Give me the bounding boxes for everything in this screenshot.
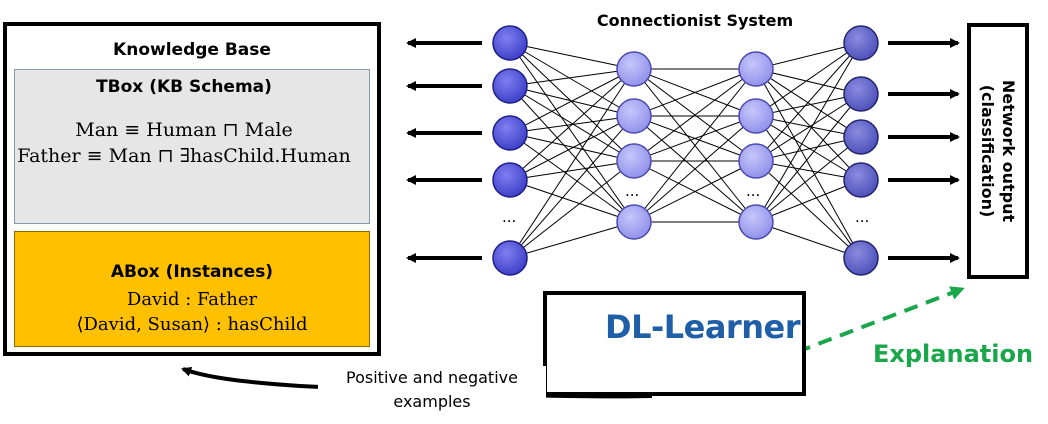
- network-connection: [633, 160, 757, 223]
- input-node: [492, 25, 528, 61]
- network-connection: [755, 68, 862, 181]
- network-connection: [509, 132, 635, 162]
- input-ellipsis: ...: [502, 208, 517, 226]
- network-connection: [755, 42, 862, 162]
- input-node: [492, 162, 528, 198]
- examples-label-line2: examples: [318, 390, 546, 414]
- tbox-axiom: Man ≡ Human ⊓ Male: [75, 119, 293, 141]
- abox-title: ABox (Instances): [110, 262, 274, 282]
- hidden-node: [738, 98, 774, 134]
- network-connection: [509, 42, 635, 162]
- network-connection: [633, 68, 757, 162]
- network-connection: [633, 68, 757, 223]
- network-connection: [509, 42, 635, 223]
- hidden-node: [616, 143, 652, 179]
- network-output-box: [967, 23, 1029, 279]
- output-ellipsis: ...: [855, 208, 870, 226]
- output-node: [843, 25, 879, 61]
- abox-assertion: ⟨David, Susan⟩ : hasChild: [76, 314, 308, 335]
- tbox-axiom: Father ≡ Man ⊓ ∃hasChild.Human: [17, 145, 351, 167]
- output-node: [843, 76, 879, 112]
- dl-learner-name: DL-Learner: [605, 308, 800, 346]
- network-connection: [509, 160, 635, 259]
- output-node: [843, 162, 879, 198]
- network-connection: [509, 85, 635, 223]
- hidden1-ellipsis: ...: [625, 182, 640, 200]
- network-connection: [509, 42, 635, 117]
- network-connection: [509, 132, 635, 223]
- knowledge-base-title: Knowledge Base: [113, 40, 271, 60]
- network-connection: [755, 93, 862, 162]
- input-node: [492, 115, 528, 151]
- hidden-node: [616, 51, 652, 87]
- hidden2-ellipsis: ...: [746, 182, 761, 200]
- hidden-node: [738, 143, 774, 179]
- examples-label-line1: Positive and negative: [318, 366, 546, 390]
- network-connection: [755, 93, 862, 117]
- network-connection: [509, 115, 635, 259]
- network-output-label: Network output: [999, 79, 1018, 223]
- network-connection: [755, 115, 862, 138]
- network-connection: [509, 68, 635, 87]
- knowledge-base-box: Knowledge Base TBox (KB Schema) Man ≡ Hu…: [3, 22, 381, 356]
- network-connection: [755, 68, 862, 138]
- network-connection: [755, 115, 862, 259]
- network-output-sublabel: (classification): [978, 84, 997, 218]
- hidden-node: [616, 98, 652, 134]
- network-connection: [755, 42, 862, 117]
- network-connection: [509, 115, 635, 181]
- network-connection: [755, 42, 862, 70]
- abox-assertion: David : Father: [126, 289, 258, 310]
- network-connection: [755, 115, 862, 181]
- explanation-arrow: [796, 286, 965, 354]
- network-connection: [755, 179, 862, 223]
- network-connection: [509, 68, 635, 134]
- network-connection: [755, 160, 862, 259]
- input-node: [492, 68, 528, 104]
- network-connection: [509, 42, 635, 70]
- network-connection: [755, 160, 862, 181]
- output-node: [843, 240, 879, 276]
- network-connection: [755, 68, 862, 95]
- tbox-title: TBox (KB Schema): [96, 77, 272, 97]
- network-connection: [509, 68, 635, 181]
- network-connection: [755, 136, 862, 223]
- tbox-panel: [14, 69, 370, 224]
- explanation-label: Explanation: [873, 340, 1034, 368]
- hidden-node: [738, 51, 774, 87]
- hidden-node: [738, 204, 774, 240]
- network-connection: [755, 136, 862, 162]
- network-connection: [509, 68, 635, 259]
- network-connection: [509, 179, 635, 223]
- network-connection: [633, 115, 757, 223]
- network-connection: [509, 160, 635, 181]
- network-connection: [509, 221, 635, 259]
- network-connection: [755, 93, 862, 223]
- network-connection: [755, 68, 862, 259]
- network-connection: [755, 221, 862, 259]
- network-connection: [509, 85, 635, 162]
- examples-label: Positive and negative examples: [318, 366, 546, 414]
- input-node: [492, 240, 528, 276]
- connectionist-system-title: Connectionist System: [596, 11, 794, 30]
- abox-panel: ABox (Instances) David : Father ⟨David, …: [14, 231, 370, 347]
- network-output-label-area: Network output (classification): [966, 31, 1030, 271]
- output-node: [843, 119, 879, 155]
- network-connection: [755, 42, 862, 223]
- hidden-node: [616, 204, 652, 240]
- network-connection: [633, 115, 757, 162]
- network-connection: [633, 68, 757, 117]
- dl-learner-box: [543, 291, 806, 396]
